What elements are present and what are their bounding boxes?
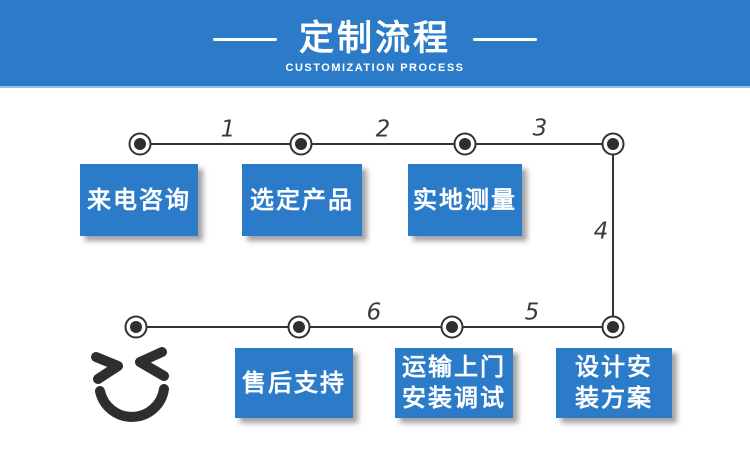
segment-number-6: 6 [366, 299, 382, 326]
segment-number-4: 4 [593, 218, 609, 245]
page-subtitle: CUSTOMIZATION PROCESS [285, 62, 465, 74]
step-box-after-sales-support: 售后支持 [235, 348, 353, 418]
step-box-label: 选定产品 [250, 186, 354, 214]
banner-title-row: 定制流程 [0, 19, 750, 59]
title-dash-left [212, 37, 277, 41]
segment-number-5: 5 [524, 299, 540, 326]
smiley-left-eye [91, 352, 123, 384]
step-box-label: 售后支持 [242, 369, 346, 397]
flow-node-3 [453, 132, 477, 156]
step-box-label-line1: 设计安 [575, 354, 653, 381]
step-box-phone-inquiry: 来电咨询 [80, 164, 198, 236]
segment-number-1: 1 [220, 116, 236, 143]
flow-node-1 [128, 132, 152, 156]
title-dash-right [473, 37, 537, 41]
step-box-label: 来电咨询 [87, 186, 191, 214]
smiley-right-eye [135, 347, 169, 381]
step-box-label-line1: 运输上门 [402, 354, 506, 381]
flow-node-7 [287, 315, 311, 339]
header-banner: 定制流程 CUSTOMIZATION PROCESS [0, 0, 750, 88]
flow-node-2 [289, 132, 313, 156]
smiley-mouth [95, 384, 169, 422]
step-box-select-product: 选定产品 [242, 164, 362, 236]
step-box-site-measurement: 实地测量 [408, 164, 522, 236]
step-box-label: 实地测量 [413, 186, 517, 214]
segment-number-2: 2 [375, 116, 391, 143]
flow-node-8 [124, 315, 148, 339]
step-box-delivery-install-debug: 运输上门 安装调试 [395, 348, 513, 418]
flow-node-6 [440, 315, 464, 339]
step-box-label-line2: 装方案 [575, 385, 653, 412]
step-box-design-install-plan: 设计安 装方案 [556, 348, 672, 418]
happy-customer-smiley-icon [91, 347, 169, 422]
page-title: 定制流程 [298, 19, 451, 58]
segment-number-3: 3 [532, 115, 548, 142]
flow-node-4 [601, 132, 625, 156]
flow-node-5 [601, 315, 625, 339]
step-box-label-line2: 安装调试 [402, 385, 506, 412]
